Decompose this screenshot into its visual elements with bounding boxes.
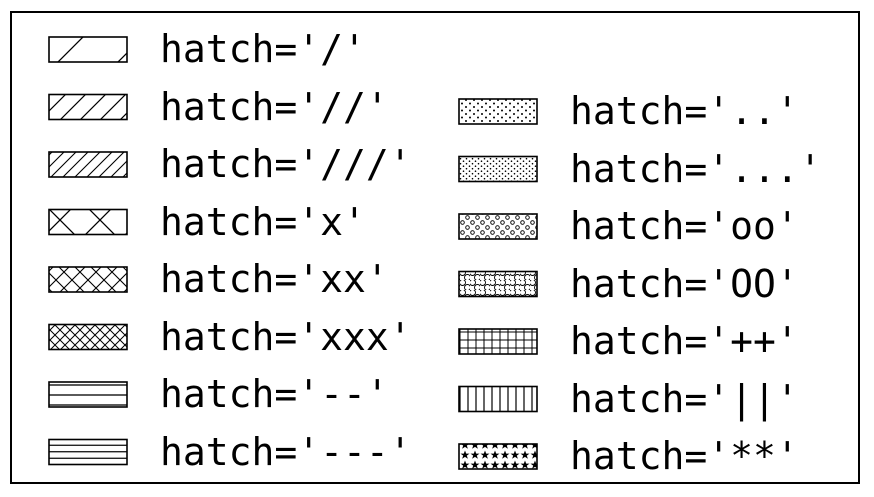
hatch-label: hatch='..'	[570, 89, 799, 133]
hatch-label: hatch='///'	[160, 142, 412, 186]
hatch-label: hatch='x'	[160, 199, 366, 244]
hatch-label: hatch='xx'	[160, 257, 389, 301]
hatch-label: hatch='/'	[160, 27, 366, 71]
hatch-swatch-diag-2	[48, 93, 128, 121]
hatch-swatch-cross-3	[48, 323, 128, 351]
hatch-swatch-large-circles	[458, 270, 538, 298]
hatch-label: hatch='...'	[570, 146, 822, 191]
hatch-swatch-horiz-2	[48, 381, 128, 408]
hatch-swatch-diag-1	[48, 36, 128, 63]
hatch-swatch-dots-2	[458, 98, 538, 125]
hatch-label: hatch='OO'	[570, 261, 799, 306]
hatch-label: hatch='oo'	[570, 204, 799, 248]
hatch-swatch-cross-1	[48, 208, 128, 236]
legend-frame	[10, 11, 860, 484]
hatch-label: hatch='---'	[160, 429, 412, 474]
hatch-swatch-vert	[458, 385, 538, 413]
hatch-swatch-diag-3	[48, 151, 128, 178]
hatch-label: hatch='**'	[570, 434, 799, 478]
hatch-swatch-horiz-3	[48, 438, 128, 466]
hatch-label: hatch='++'	[570, 319, 799, 363]
hatch-swatch-grid	[458, 328, 538, 355]
hatch-label: hatch='//'	[160, 84, 389, 129]
hatch-swatch-stars	[458, 443, 538, 470]
hatch-label: hatch='xxx'	[160, 314, 412, 359]
hatch-label: hatch='||'	[570, 376, 799, 421]
hatch-label: hatch='--'	[160, 372, 389, 416]
hatch-swatch-dots-3	[458, 155, 538, 183]
hatch-swatch-cross-2	[48, 266, 128, 293]
hatch-swatch-small-circles	[458, 213, 538, 240]
